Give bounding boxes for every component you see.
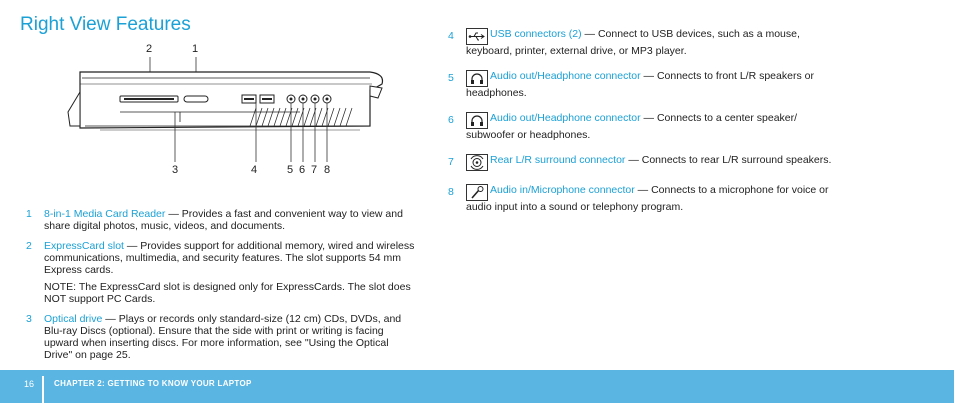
item-number: 6 [448,114,454,126]
feature-description: — Connect to USB devices, such as a mous… [466,28,800,57]
list-item: 7 Rear L/R surround connector — Connects… [448,154,848,171]
laptop-right-view-diagram: 2 1 [60,40,390,180]
chapter-title: CHAPTER 2: GETTING TO KNOW YOUR LAPTOP [54,379,252,388]
usb-icon [466,28,488,45]
callout-5: 5 [287,164,294,176]
item-number: 8 [448,186,454,198]
feature-description: — Connects to front L/R speakers or head… [466,70,814,99]
callout-4: 4 [251,164,258,176]
item-number: 2 [26,240,32,252]
left-feature-list: 1 8-in-1 Media Card Reader — Provides a … [26,208,418,369]
page-number: 16 [24,379,35,389]
list-item: 4 USB connectors (2) — Connect to USB de… [448,28,848,57]
feature-term: Optical drive [44,313,103,325]
feature-term: USB connectors (2) [490,28,582,40]
note-text: The ExpressCard slot is designed only fo… [44,281,411,305]
list-item: 6 Audio out/Headphone connector — Connec… [448,112,848,141]
feature-term: 8-in-1 Media Card Reader [44,208,166,220]
page-title: Right View Features [20,14,191,35]
callout-7: 7 [311,164,318,176]
list-item: 3 Optical drive — Plays or records only … [26,313,418,361]
feature-term: ExpressCard slot [44,240,124,252]
feature-description: — Provides a fast and convenient way to … [44,208,403,232]
item-number: 1 [26,208,32,220]
callout-2: 2 [146,43,153,55]
feature-description: — Connects to a microphone for voice or … [466,184,829,213]
headphone-icon [466,112,488,129]
right-feature-list: 4 USB connectors (2) — Connect to USB de… [448,28,848,226]
feature-term: Audio out/Headphone connector [490,70,641,82]
laptop-side-drawing [67,57,384,162]
feature-term: Rear L/R surround connector [490,154,626,166]
footer-divider [42,376,44,403]
feature-description: — Provides support for additional memory… [44,240,415,276]
list-item: 2 ExpressCard slot — Provides support fo… [26,240,418,305]
list-item: 1 8-in-1 Media Card Reader — Provides a … [26,208,418,232]
callout-1: 1 [192,43,199,55]
page-footer: 16 CHAPTER 2: GETTING TO KNOW YOUR LAPTO… [0,370,954,403]
feature-description: — Connects to a center speaker/ subwoofe… [466,112,798,141]
note-label: NOTE: [44,281,77,293]
callout-6: 6 [299,164,306,176]
feature-term: Audio in/Microphone connector [490,184,635,196]
surround-icon [466,154,488,171]
feature-term: Audio out/Headphone connector [490,112,641,124]
item-number: 5 [448,72,454,84]
note: NOTE: The ExpressCard slot is designed o… [44,281,418,305]
item-number: 4 [448,30,454,42]
list-item: 5 Audio out/Headphone connector — Connec… [448,70,848,99]
headphone-icon [466,70,488,87]
item-number: 7 [448,156,454,168]
callout-8: 8 [324,164,331,176]
item-number: 3 [26,313,32,325]
microphone-icon [466,184,488,201]
feature-description: — Connects to rear L/R surround speakers… [625,154,832,166]
feature-description: — Plays or records only standard-size (1… [44,313,402,361]
list-item: 8 Audio in/Microphone connector — Connec… [448,184,848,213]
callout-3: 3 [172,164,179,176]
